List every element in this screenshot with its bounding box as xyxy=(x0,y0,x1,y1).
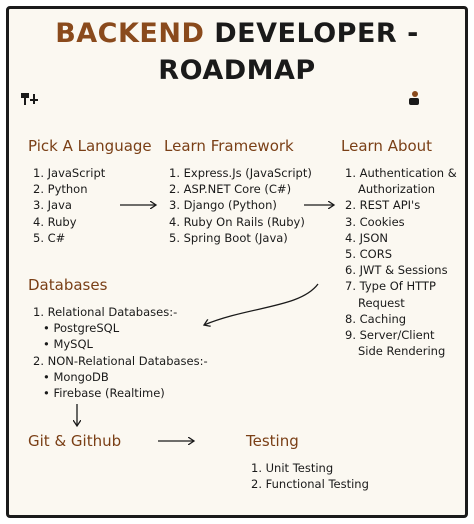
list-item: 1. Unit Testing xyxy=(251,461,334,475)
list-item: Request xyxy=(358,295,405,310)
heading-git-github: Git & Github xyxy=(28,432,122,450)
list-item: 2. REST API's xyxy=(345,198,421,213)
list-item: 2. NON-Relational Databases:- xyxy=(33,353,208,368)
title-line-1: BACKEND DEVELOPER - xyxy=(0,18,474,49)
list-item: Authorization xyxy=(358,182,436,197)
list-item: 3. Django (Python) xyxy=(169,198,277,213)
list-item: • MySQL xyxy=(43,337,93,352)
list-item: 3. Java xyxy=(33,198,72,213)
roadmap-card xyxy=(6,6,468,518)
arrow-about-to-databases xyxy=(204,283,319,325)
list-item: Side Rendering xyxy=(358,344,446,359)
list-item: • MongoDB xyxy=(43,369,109,384)
list-item: 4. Ruby xyxy=(33,214,77,229)
list-item: 2. ASP.NET Core (C#) xyxy=(169,182,292,197)
list-item: 2. Functional Testing xyxy=(251,477,369,492)
heading-databases: Databases xyxy=(28,276,108,294)
list-item: 5. Spring Boot (Java) xyxy=(169,230,288,245)
databases-list: 1. Relational Databases:- • PostgreSQL •… xyxy=(33,304,208,401)
list-item: 5. C# xyxy=(33,230,66,245)
heading-learn-about: Learn About xyxy=(341,137,433,155)
title-accent: BACKEND xyxy=(55,18,205,49)
hammer-icon xyxy=(21,93,38,105)
heading-learn-framework: Learn Framework xyxy=(164,137,294,155)
person-icon xyxy=(409,91,419,105)
list-item: • Firebase (Realtime) xyxy=(43,386,165,401)
list-item: • PostgreSQL xyxy=(43,321,120,336)
list-item: 1. Express.Js (JavaScript) xyxy=(169,166,312,180)
list-item: 2. Python xyxy=(33,182,88,197)
title-roadmap: ROADMAP xyxy=(158,55,316,86)
list-item: 5. CORS xyxy=(345,247,392,262)
framework-list: 1. Express.Js (JavaScript) 2. ASP.NET Co… xyxy=(169,165,312,246)
testing-list: 1. Unit Testing 2. Functional Testing xyxy=(251,460,369,492)
list-item: 1. JavaScript xyxy=(33,166,106,180)
heading-pick-language: Pick A Language xyxy=(28,137,152,155)
list-item: 4. JSON xyxy=(345,230,388,245)
list-item: 9. Server/Client xyxy=(345,328,435,343)
list-item: 7. Type Of HTTP xyxy=(345,279,436,294)
title-rest: DEVELOPER - xyxy=(204,18,419,49)
heading-testing: Testing xyxy=(246,432,299,450)
title-line-2: ROADMAP xyxy=(0,55,474,86)
about-list: 1. Authentication & Authorization 2. RES… xyxy=(345,165,457,359)
list-item: 1. Authentication & xyxy=(345,166,457,180)
language-list: 1. JavaScript 2. Python 3. Java 4. Ruby … xyxy=(33,165,105,246)
list-item: 8. Caching xyxy=(345,311,407,326)
list-item: 3. Cookies xyxy=(345,214,405,229)
list-item: 1. Relational Databases:- xyxy=(33,305,178,319)
list-item: 6. JWT & Sessions xyxy=(345,263,448,278)
list-item: 4. Ruby On Rails (Ruby) xyxy=(169,214,305,229)
